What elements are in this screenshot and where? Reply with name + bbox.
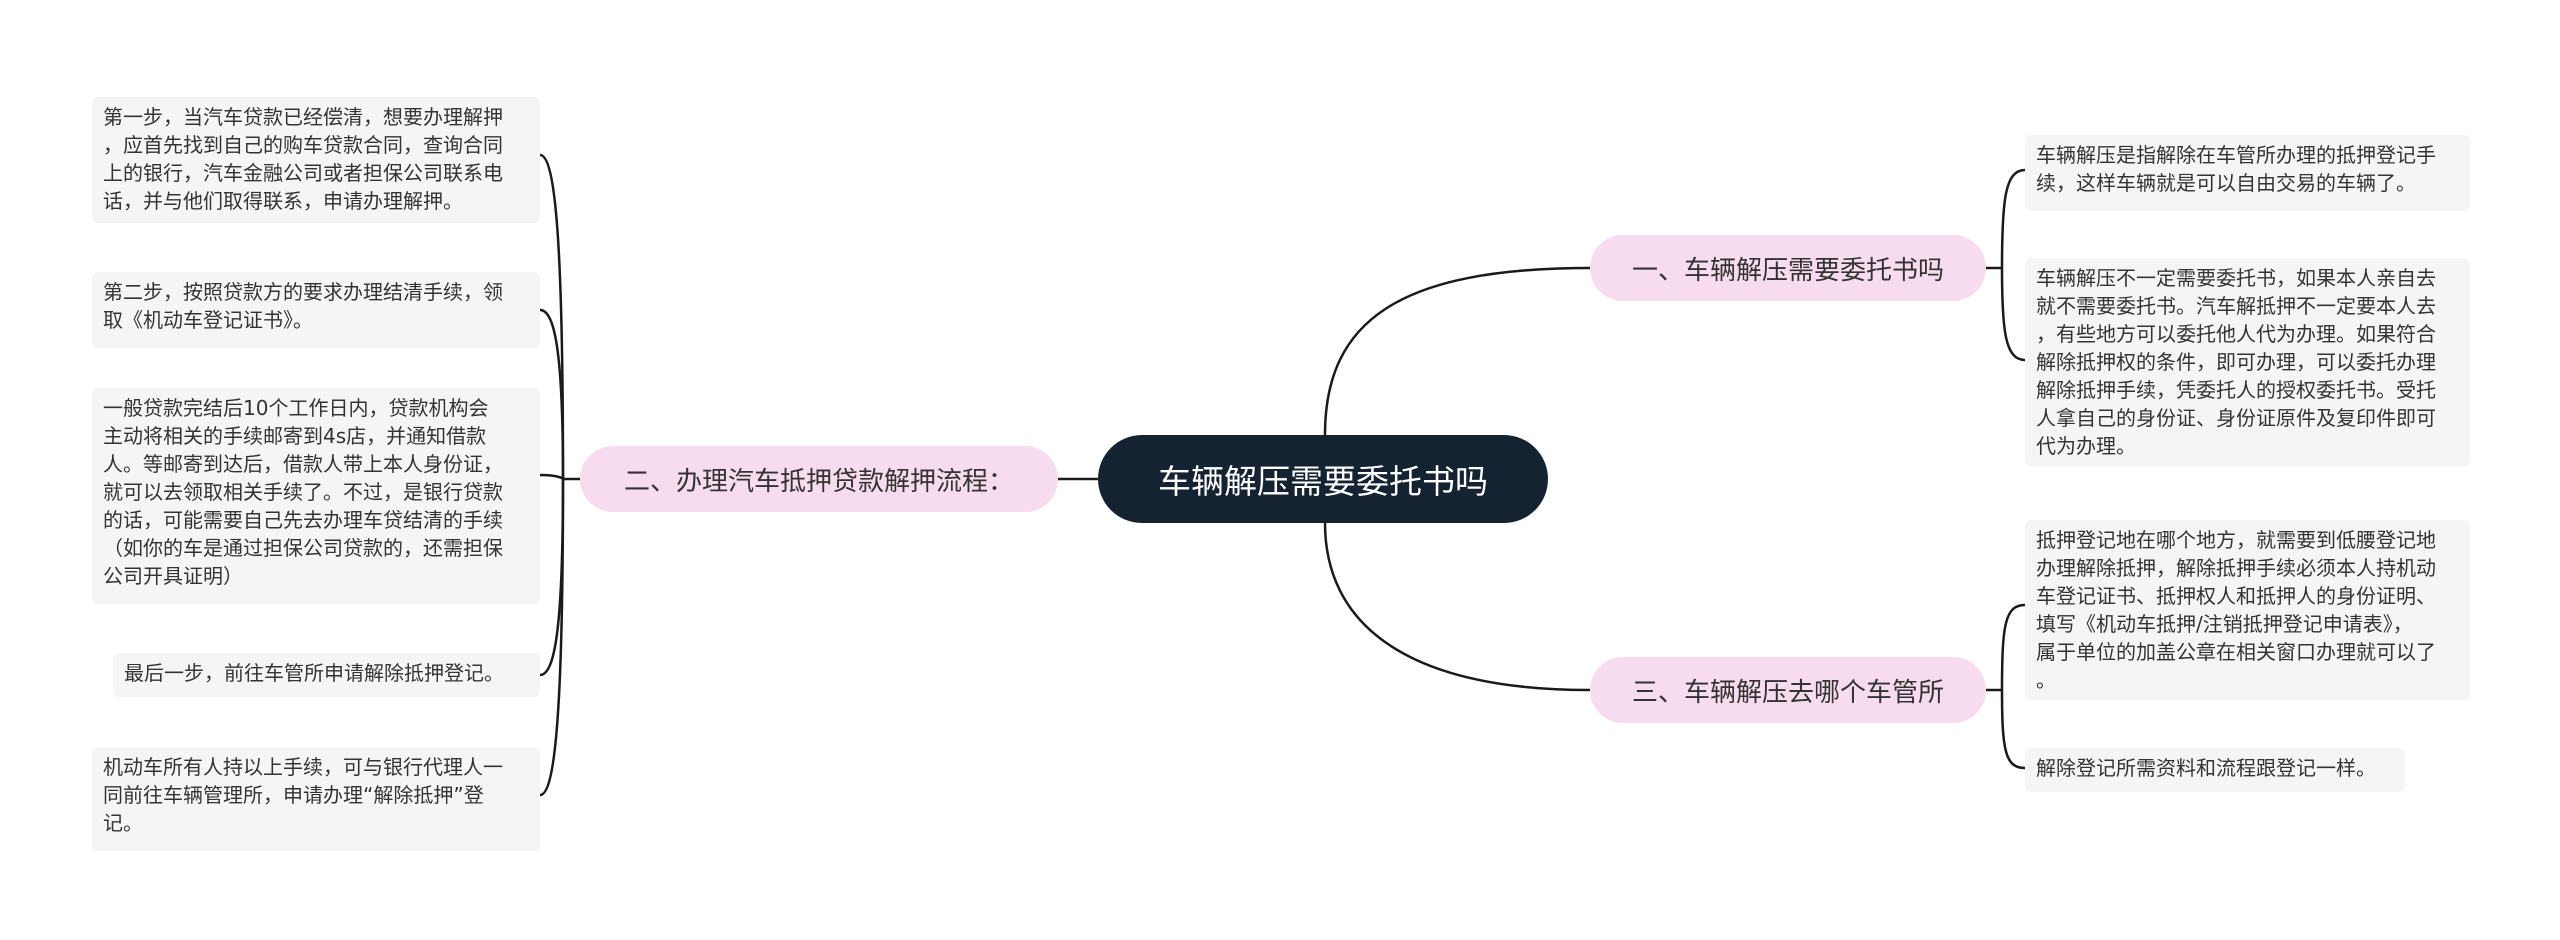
leaf-b2-3[interactable]: 一般贷款完结后10个工作日内，贷款机构会 主动将相关的手续邮寄到4s店，并通知借…	[92, 388, 540, 604]
leaf-b2-1[interactable]: 第一步，当汽车贷款已经偿清，想要办理解押 ，应首先找到自己的购车贷款合同，查询合…	[92, 97, 540, 223]
leaf-b1-2[interactable]: 车辆解压不一定需要委托书，如果本人亲自去 就不需要委托书。汽车解抵押不一定要本人…	[2025, 258, 2470, 466]
branch-topic-1[interactable]: 一、车辆解压需要委托书吗	[1590, 235, 1986, 301]
branch-topic-3[interactable]: 三、车辆解压去哪个车管所	[1590, 657, 1986, 723]
link-b2-leaf-1	[539, 153, 565, 480]
link-b3-leaf-1	[2000, 603, 2026, 691]
leaf-b2-2[interactable]: 第二步，按照贷款方的要求办理结清手续，领 取《机动车登记证书》。	[92, 272, 540, 348]
link-b2-leaf-5	[539, 478, 565, 797]
link-root-branch-3	[1323, 522, 1591, 692]
leaf-b3-1[interactable]: 抵押登记地在哪个地方，就需要到低腰登记地 办理解除抵押，解除抵押手续必须本人持机…	[2025, 520, 2470, 700]
branch-topic-2[interactable]: 二、办理汽车抵押贷款解押流程：	[580, 446, 1058, 512]
link-b2-leaf-3	[539, 473, 565, 480]
link-b1-leaf-2	[2000, 267, 2026, 362]
leaf-b2-4[interactable]: 最后一步，前往车管所申请解除抵押登记。	[113, 653, 540, 697]
root-topic[interactable]: 车辆解压需要委托书吗	[1098, 435, 1548, 523]
link-b2-leaf-4	[539, 478, 565, 677]
leaf-b3-2[interactable]: 解除登记所需资料和流程跟登记一样。	[2025, 748, 2405, 792]
link-root-branch-1	[1323, 266, 1591, 436]
leaf-b2-5[interactable]: 机动车所有人持以上手续，可与银行代理人一 同前往车辆管理所，申请办理“解除抵押”…	[92, 747, 540, 851]
link-b3-leaf-2	[2000, 689, 2026, 770]
leaf-b1-1[interactable]: 车辆解压是指解除在车管所办理的抵押登记手 续，这样车辆就是可以自由交易的车辆了。	[2025, 135, 2470, 211]
link-b2-leaf-2	[539, 308, 565, 480]
link-b1-leaf-1	[2000, 168, 2026, 269]
